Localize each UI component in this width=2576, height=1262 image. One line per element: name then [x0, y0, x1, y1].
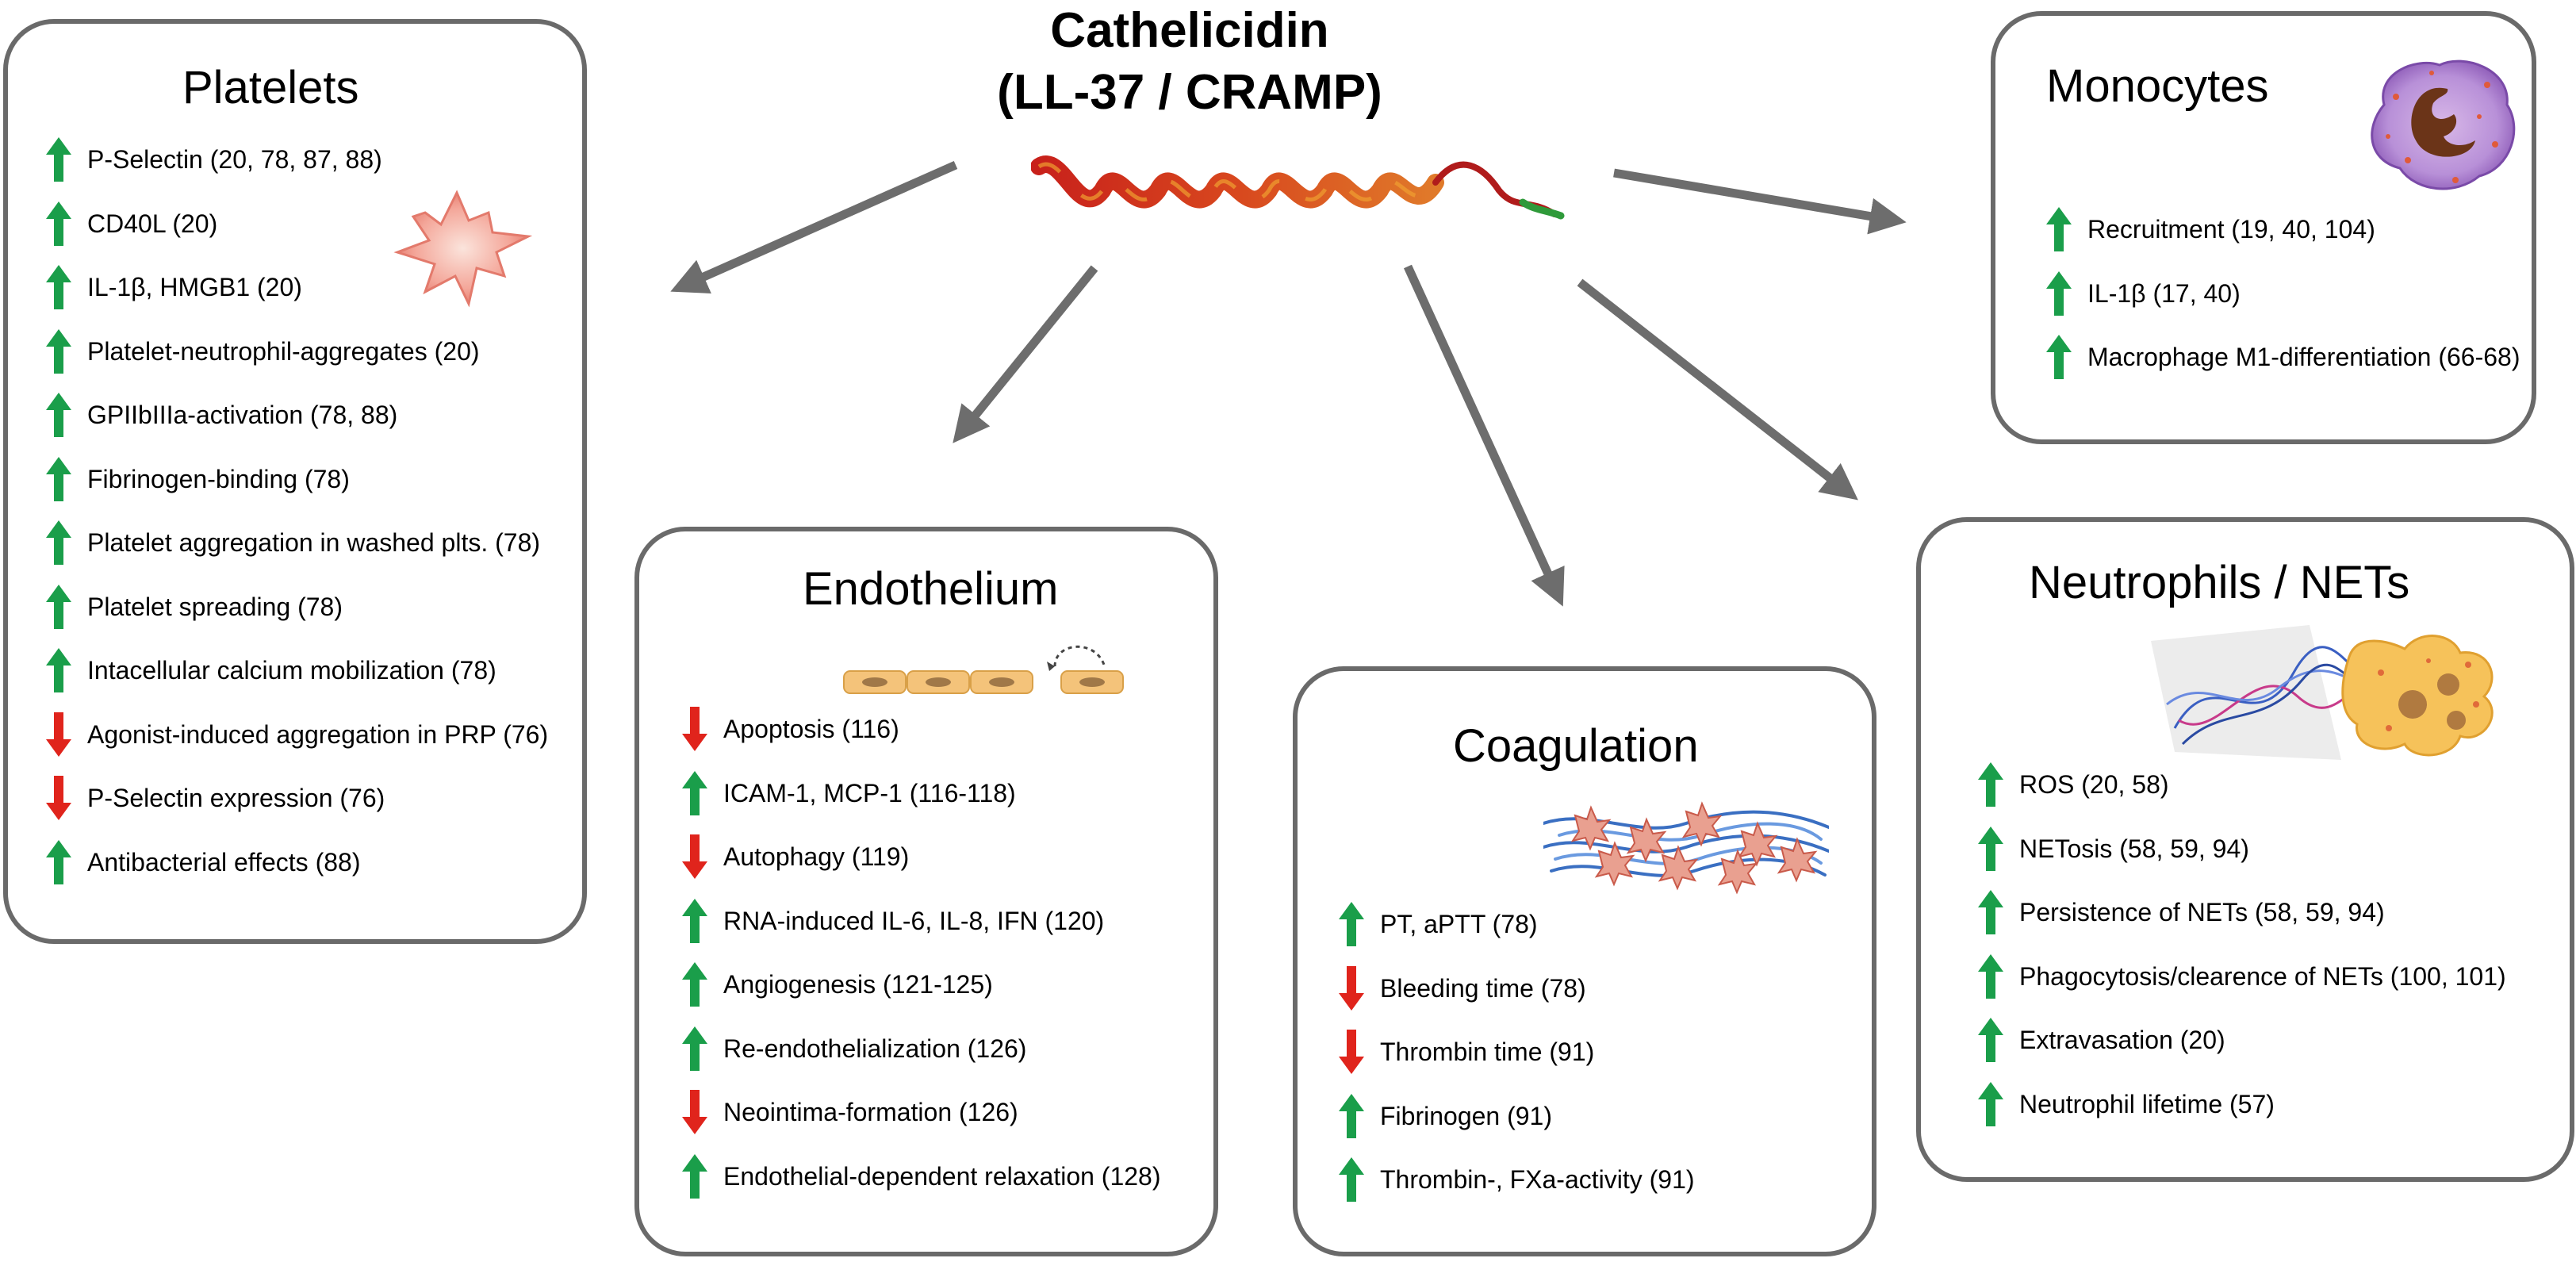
endothelium-item: Apoptosis (116)	[680, 707, 1161, 751]
up-arrow-icon	[46, 393, 71, 437]
up-arrow-icon	[2046, 207, 2072, 251]
coagulation-list: PT, aPTT (78) Bleeding time (78) Thrombi…	[1337, 902, 1695, 1224]
neutrophils-title: Neutrophils / NETs	[2029, 557, 2410, 608]
up-arrow-icon	[46, 137, 71, 182]
coagulation-item: Thrombin time (91)	[1337, 1030, 1695, 1074]
monocytes-title: Monocytes	[2046, 60, 2269, 112]
up-arrow-icon	[2046, 270, 2072, 316]
endothelium-item: Re-endothelialization (126)	[680, 1026, 1161, 1071]
monocytes-box: Monocytes Recruitment (19, 40, 104) IL-1…	[1991, 11, 2536, 444]
neutrophils-item: Phagocytosis/clearence of NETs (100, 101…	[1976, 953, 2506, 999]
up-arrow-icon	[682, 898, 707, 943]
arrow-to-monocytes	[1613, 168, 1907, 235]
monocytes-list: Recruitment (19, 40, 104) IL-1β (17, 40)…	[2045, 207, 2520, 401]
endothelium-box: Endothelium Apoptosis (116) ICAM-1, MCP-…	[634, 527, 1218, 1256]
up-arrow-icon	[682, 1153, 707, 1199]
platelets-box: Platelets P-Selectin (20, 78, 87, 88) CD…	[3, 19, 587, 944]
endothelium-title: Endothelium	[803, 563, 1059, 615]
neutrophils-item: Neutrophil lifetime (57)	[1976, 1081, 2506, 1126]
neutrophils-item: Persistence of NETs (58, 59, 94)	[1976, 890, 2506, 934]
up-arrow-icon	[46, 265, 71, 309]
coagulation-item: PT, aPTT (78)	[1337, 902, 1695, 946]
platelets-item: Fibrinogen-binding (78)	[44, 456, 548, 501]
neutrophil-net-illustration	[2151, 625, 2494, 760]
platelets-item: IL-1β, HMGB1 (20)	[44, 265, 548, 309]
platelet-cell-illustration	[393, 190, 533, 308]
platelets-item: P-Selectin (20, 78, 87, 88)	[44, 137, 548, 182]
platelets-item: Platelet-neutrophil-aggregates (20)	[44, 328, 548, 374]
down-arrow-icon	[1339, 1030, 1364, 1074]
platelets-item: P-Selectin expression (76)	[44, 776, 548, 820]
fibrin-clot-illustration	[1543, 801, 1829, 895]
down-arrow-icon	[682, 834, 707, 879]
up-arrow-icon	[682, 962, 707, 1007]
neutrophils-list: ROS (20, 58) NETosis (58, 59, 94) Persis…	[1976, 762, 2506, 1148]
up-arrow-icon	[46, 584, 71, 629]
up-arrow-icon	[2046, 335, 2072, 379]
arrow-to-endothelium	[953, 265, 1098, 443]
endothelium-item: ICAM-1, MCP-1 (116-118)	[680, 770, 1161, 815]
arrow-to-platelets	[670, 160, 958, 293]
down-arrow-icon	[46, 776, 71, 820]
neutrophils-item: ROS (20, 58)	[1976, 762, 2506, 807]
monocytes-item: IL-1β (17, 40)	[2045, 270, 2520, 316]
up-arrow-icon	[1978, 826, 2003, 871]
down-arrow-icon	[46, 712, 71, 757]
endothelium-item: RNA-induced IL-6, IL-8, IFN (120)	[680, 898, 1161, 943]
up-arrow-icon	[1978, 1018, 2003, 1062]
endothelium-item: Neointima-formation (126)	[680, 1090, 1161, 1134]
platelets-item: Platelet aggregation in washed plts. (78…	[44, 520, 548, 565]
neutrophils-box: Neutrophils / NETs ROS (20, 58) NETosis …	[1916, 517, 2574, 1182]
up-arrow-icon	[682, 770, 707, 815]
up-arrow-icon	[1339, 1157, 1364, 1202]
platelets-item: Agonist-induced aggregation in PRP (76)	[44, 712, 548, 757]
coagulation-item: Bleeding time (78)	[1337, 965, 1695, 1011]
up-arrow-icon	[1978, 762, 2003, 807]
title-line-1: Cathelicidin	[1050, 3, 1329, 58]
up-arrow-icon	[1978, 890, 2003, 934]
platelets-item: CD40L (20)	[44, 201, 548, 246]
up-arrow-icon	[1978, 1081, 2003, 1126]
up-arrow-icon	[682, 1026, 707, 1071]
diagram-title: Cathelicidin (LL-37 / CRAMP)	[841, 0, 1539, 124]
endothelium-item: Angiogenesis (121-125)	[680, 962, 1161, 1007]
up-arrow-icon	[1339, 1093, 1364, 1138]
up-arrow-icon	[46, 328, 71, 374]
peptide-helix-illustration	[1031, 155, 1565, 220]
up-arrow-icon	[46, 648, 71, 692]
platelets-title: Platelets	[182, 62, 359, 113]
up-arrow-icon	[46, 839, 71, 884]
coagulation-item: Fibrinogen (91)	[1337, 1093, 1695, 1138]
monocyte-cell-illustration	[2371, 59, 2516, 190]
down-arrow-icon	[1339, 965, 1364, 1011]
platelets-item: Antibacterial effects (88)	[44, 839, 548, 884]
platelets-item: Intacellular calcium mobilization (78)	[44, 648, 548, 692]
endothelial-cells-illustration	[843, 645, 1124, 694]
up-arrow-icon	[46, 201, 71, 246]
up-arrow-icon	[46, 520, 71, 565]
neutrophils-item: Extravasation (20)	[1976, 1018, 2506, 1062]
monocytes-item: Recruitment (19, 40, 104)	[2045, 207, 2520, 251]
up-arrow-icon	[1978, 953, 2003, 999]
endothelium-item: Endothelial-dependent relaxation (128)	[680, 1153, 1161, 1199]
coagulation-item: Thrombin-, FXa-activity (91)	[1337, 1157, 1695, 1202]
platelets-list: P-Selectin (20, 78, 87, 88) CD40L (20) I…	[44, 137, 548, 906]
up-arrow-icon	[1339, 902, 1364, 946]
monocytes-item: Macrophage M1-differentiation (66-68)	[2045, 335, 2520, 379]
coagulation-title: Coagulation	[1453, 720, 1699, 772]
down-arrow-icon	[682, 707, 707, 751]
endothelium-list: Apoptosis (116) ICAM-1, MCP-1 (116-118) …	[680, 707, 1161, 1220]
title-line-2: (LL-37 / CRAMP)	[997, 65, 1382, 120]
arrow-to-neutrophils	[1577, 278, 1858, 501]
arrow-to-coagulation	[1403, 264, 1565, 607]
coagulation-box: Coagulation PT, aPTT (78) Bleeding time …	[1293, 666, 1876, 1256]
neutrophils-item: NETosis (58, 59, 94)	[1976, 826, 2506, 871]
up-arrow-icon	[46, 456, 71, 501]
down-arrow-icon	[682, 1090, 707, 1134]
platelets-item: Platelet spreading (78)	[44, 584, 548, 629]
endothelium-item: Autophagy (119)	[680, 834, 1161, 879]
platelets-item: GPIIbIIIa-activation (78, 88)	[44, 393, 548, 437]
